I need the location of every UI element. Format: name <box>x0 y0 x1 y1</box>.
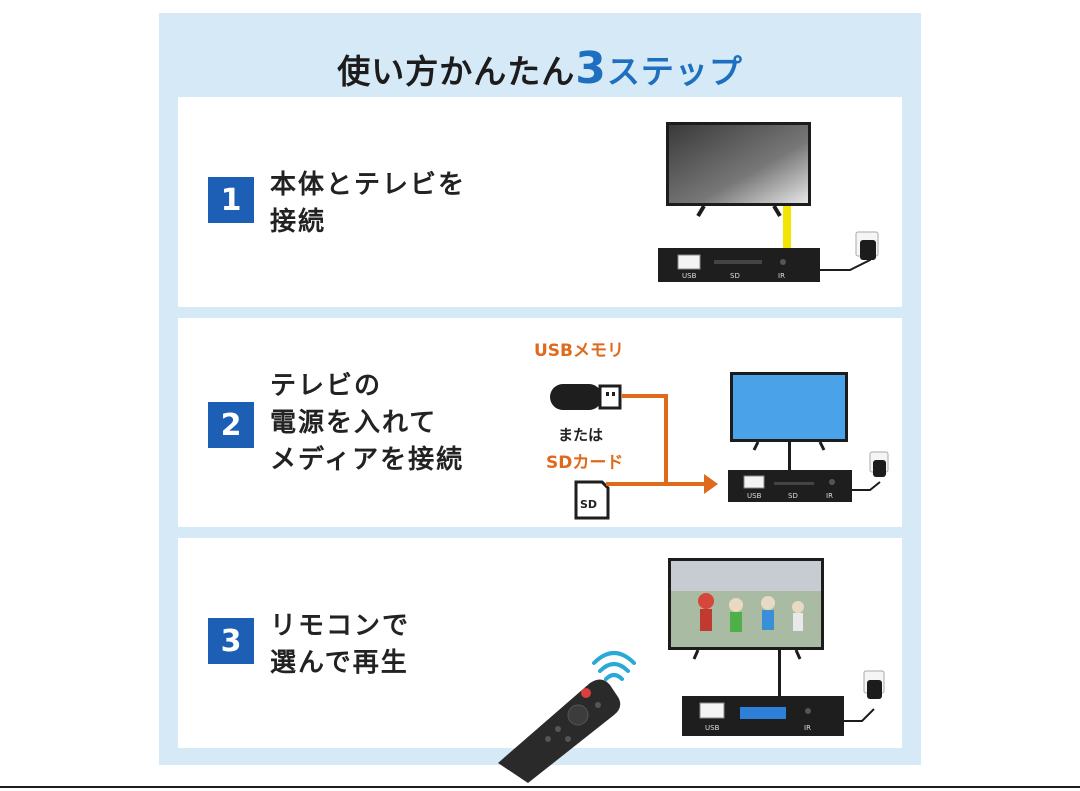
step-3-number: 3 <box>208 618 254 664</box>
port-usb-label: USB <box>682 272 697 280</box>
port-ir-label: IR <box>778 272 785 280</box>
instruction-panel: 使い方かんたん3ステップ 1 本体とテレビを 接続 <box>159 13 921 783</box>
usb-memory-label: USBメモリ <box>534 341 624 361</box>
title-prefix: 使い方かんたん <box>337 52 576 91</box>
step-3-line-1: リモコンで <box>270 611 411 641</box>
media-player-icon: USB IR <box>682 696 844 736</box>
step-3-illustration: USB IR <box>498 558 885 783</box>
step-1-illustration: USB SD IR <box>658 122 879 282</box>
tv-icon <box>668 558 824 696</box>
step-1-card: 1 本体とテレビを 接続 US <box>178 97 902 307</box>
media-player-icon: USB SD IR <box>728 470 852 502</box>
power-adapter-icon <box>852 451 889 491</box>
orange-arrow-icon <box>606 394 718 494</box>
sd-card-text: SD <box>580 498 597 511</box>
step-2-illustration: USBメモリ または SDカード SD <box>534 341 889 520</box>
port-ir-label: IR <box>804 724 811 732</box>
step-1-number: 1 <box>208 177 254 223</box>
bottom-divider <box>0 786 1080 788</box>
step-3-card: 3 リモコンで 選んで再生 USB <box>178 538 902 783</box>
media-player-icon: USB SD IR <box>658 248 820 282</box>
port-sd-label: SD <box>788 492 798 500</box>
port-ir-label: IR <box>826 492 833 500</box>
step-2-number: 2 <box>208 402 254 448</box>
wireless-signal-icon <box>592 651 636 681</box>
power-adapter-icon <box>844 670 885 722</box>
title-suffix: ステップ <box>606 52 743 91</box>
port-sd-label: SD <box>730 272 740 280</box>
power-adapter-icon <box>820 231 879 271</box>
page-title: 使い方かんたん3ステップ <box>159 43 921 94</box>
or-label: または <box>558 426 603 444</box>
usb-stick-icon <box>550 384 622 410</box>
step-3-line-2: 選んで再生 <box>270 648 409 678</box>
step-3-text: リモコンで 選んで再生 <box>270 608 410 682</box>
sd-card-label: SDカード <box>546 453 623 473</box>
title-number: 3 <box>575 43 607 94</box>
step-2-text: テレビの 電源を入れて メディアを接続 <box>270 368 464 479</box>
tv-icon <box>666 122 811 218</box>
tv-icon <box>730 372 848 470</box>
step-2-line-1: テレビの <box>270 371 383 401</box>
hdmi-cable-icon <box>783 206 791 248</box>
step-1-text: 本体とテレビを 接続 <box>270 167 466 241</box>
step-1-line-2: 接続 <box>270 207 327 237</box>
sd-card-icon: SD <box>574 480 610 520</box>
port-usb-label: USB <box>705 724 720 732</box>
remote-control-icon <box>498 679 621 783</box>
port-usb-label: USB <box>747 492 762 500</box>
step-2-line-3: メディアを接続 <box>270 445 465 475</box>
step-1-line-1: 本体とテレビを <box>270 170 467 200</box>
step-2-line-2: 電源を入れて <box>270 408 438 438</box>
step-2-card: 2 テレビの 電源を入れて メディアを接続 USBメモリ または SDカード S… <box>178 318 902 527</box>
